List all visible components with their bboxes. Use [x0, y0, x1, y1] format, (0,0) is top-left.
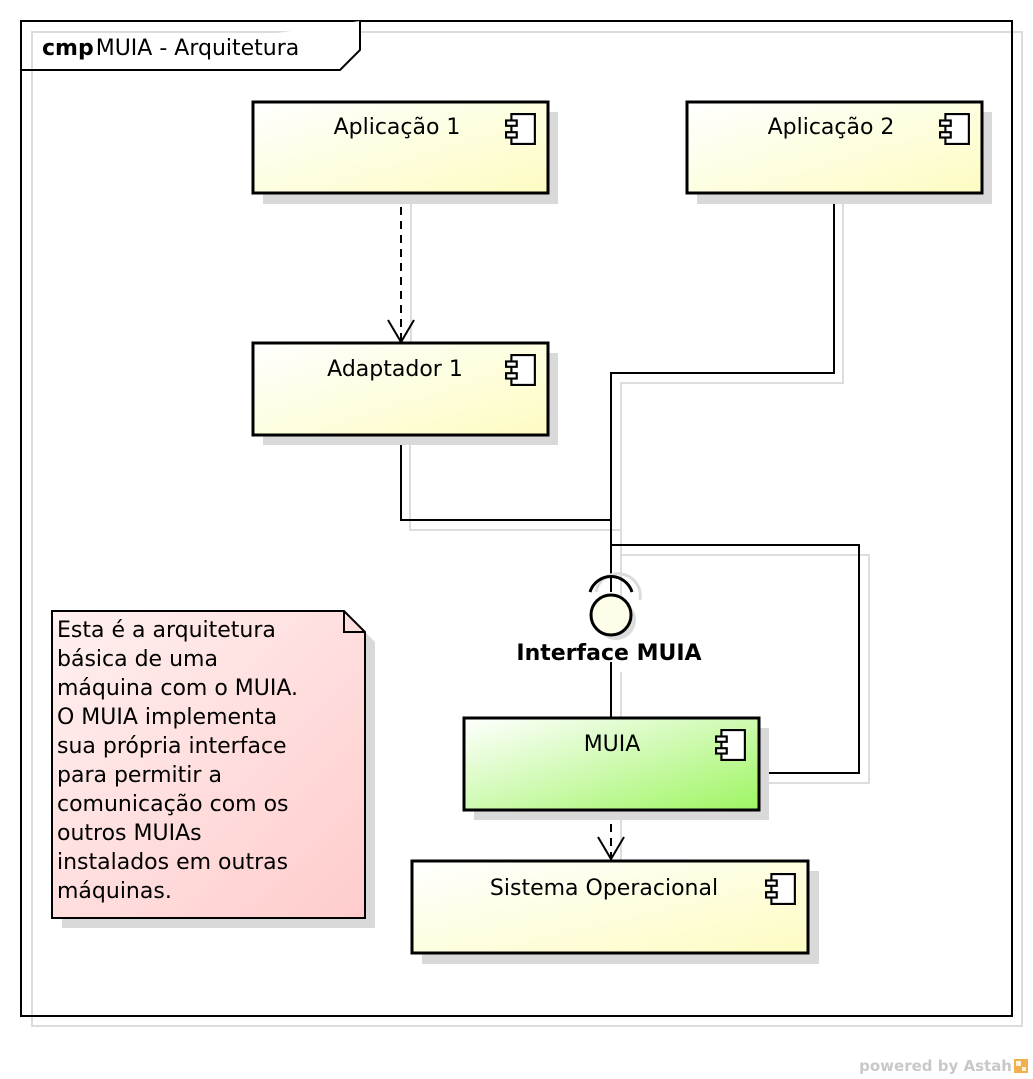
- component-icon: [765, 873, 796, 905]
- component-label: Aplicação 1: [334, 115, 461, 140]
- interface-socket-icon: [588, 575, 634, 593]
- adapter1-to-interface-line: [400, 435, 611, 521]
- component-label: MUIA: [584, 732, 641, 757]
- component-label: Adaptador 1: [327, 357, 463, 382]
- os-dependency-arrowhead: [597, 836, 625, 861]
- component-label: Sistema Operacional: [490, 876, 718, 901]
- component-aplicacao-2[interactable]: Aplicação 2: [685, 100, 992, 204]
- component-label: Aplicação 2: [768, 115, 895, 140]
- note-fold-icon: [343, 611, 365, 633]
- powered-by-text: powered by Astah: [859, 1057, 1012, 1075]
- app2-to-interface-line: [610, 193, 835, 592]
- note[interactable]: Esta é a arquitetura básica de uma máqui…: [51, 610, 375, 928]
- component-adaptador-1[interactable]: Adaptador 1: [251, 341, 558, 445]
- connectors: [387, 193, 860, 861]
- component-aplicacao-1[interactable]: Aplicação 1: [251, 100, 558, 204]
- interface-label: Interface MUIA: [516, 641, 701, 666]
- component-icon: [505, 113, 536, 145]
- diagram-frame: cmpMUIA - Arquitetura: [20, 20, 1013, 1017]
- note-text: Esta é a arquitetura básica de uma máqui…: [57, 618, 305, 904]
- component-icon: [715, 729, 746, 761]
- component-sistema-operacional[interactable]: Sistema Operacional: [410, 859, 819, 964]
- astah-logo-icon: [1014, 1059, 1028, 1073]
- interface-muia[interactable]: Interface MUIA: [516, 572, 702, 666]
- component-muia[interactable]: MUIA: [462, 716, 769, 820]
- interface-lollipop-icon: [589, 593, 633, 637]
- frame-title: cmpMUIA - Arquitetura: [42, 36, 299, 61]
- powered-by: powered by Astah: [859, 1057, 1028, 1075]
- component-icon: [505, 354, 536, 386]
- frame-name: MUIA - Arquitetura: [96, 36, 300, 61]
- muia-realization-line: [611, 544, 860, 774]
- frame-keyword: cmp: [42, 36, 94, 61]
- component-icon: [939, 113, 970, 145]
